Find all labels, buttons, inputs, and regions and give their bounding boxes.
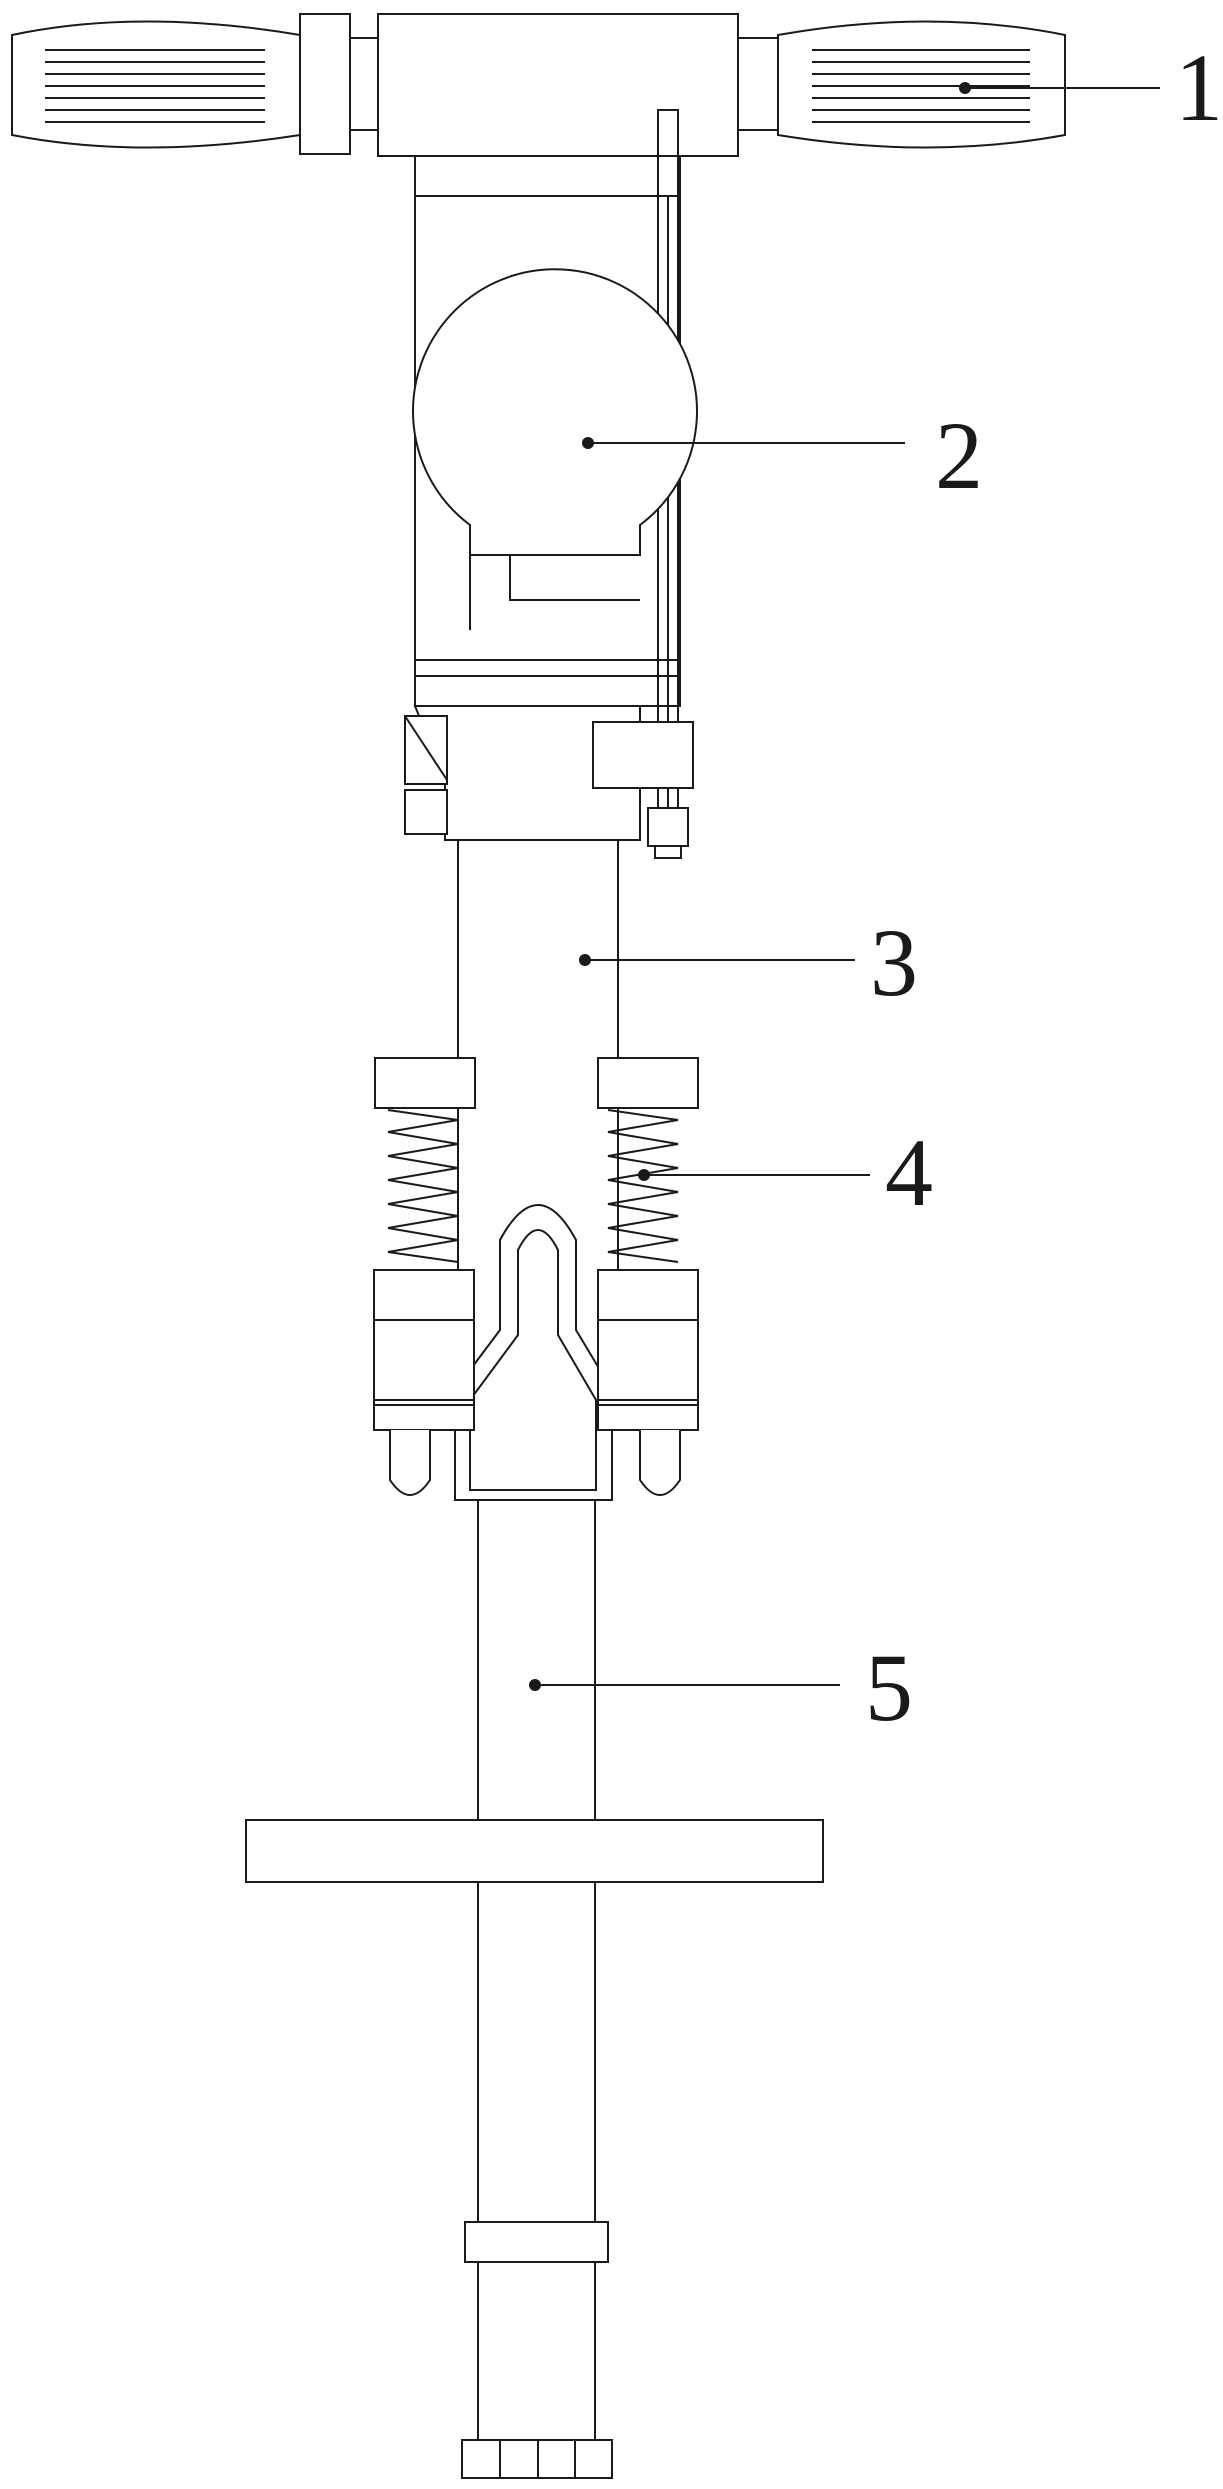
callout-label-2: 2: [935, 402, 983, 509]
callout-label-4: 4: [885, 1119, 933, 1226]
callout-2: 2: [582, 402, 983, 509]
main-shaft: [457, 840, 619, 1270]
probe-rod: [245, 1500, 824, 2479]
t-handle: [11, 13, 1066, 157]
callout-3: 3: [579, 909, 918, 1016]
callout-5: 5: [529, 1634, 913, 1741]
rod-tip: [654, 845, 682, 859]
right-grip: [777, 20, 1066, 149]
left-foot: [389, 1430, 431, 1496]
right-spring: [607, 1109, 679, 1263]
left-spring-cap: [374, 1057, 476, 1109]
handle-head-block: [377, 13, 739, 157]
callout-1: 1: [959, 34, 1223, 141]
right-clamp-block: [592, 721, 694, 789]
left-connector: [349, 37, 379, 131]
right-spring-cap: [597, 1057, 699, 1109]
right-foot: [639, 1430, 681, 1496]
left-grip-collar: [299, 13, 351, 155]
callout-label-1: 1: [1175, 34, 1223, 141]
callout-4: 4: [638, 1119, 933, 1226]
left-grip: [11, 20, 301, 149]
right-connector: [737, 37, 779, 131]
rod-nut: [647, 807, 689, 847]
callout-label-3: 3: [870, 909, 918, 1016]
center-clip: [454, 1204, 613, 1501]
spring-assembly: [373, 1057, 699, 1501]
lower-head-block: [404, 705, 694, 859]
right-lower-block: [597, 1269, 699, 1431]
left-latch-lower: [404, 789, 448, 835]
round-body: [412, 268, 698, 556]
callout-label-5: 5: [865, 1634, 913, 1741]
stop-flange: [245, 1819, 824, 1883]
rod-collar: [464, 2221, 609, 2263]
left-spring: [387, 1109, 459, 1263]
